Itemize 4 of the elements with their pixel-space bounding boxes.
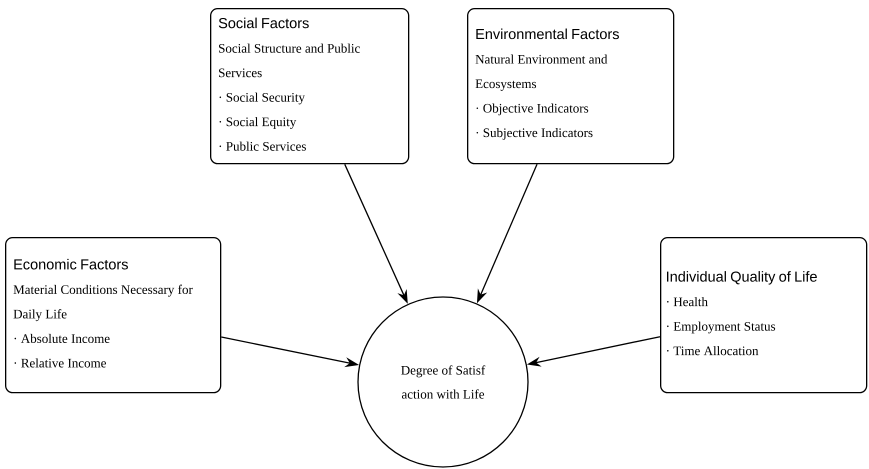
factor-box: Environmental Factors Natural Environment and Ecosystems · Objective Indicators · Subjective Indicators — [467, 8, 674, 164]
factor-box: Economic Factors Material Conditions Necessary for Daily Life · Absolute Income · Relative Income — [5, 237, 222, 394]
factor-box: Social Factors Social Structure and Public Services · Social Security · Social Equity · Public Services — [210, 8, 410, 164]
factor-box: Individual Quality of Life · Health · Employment Status · Time Allocation — [660, 237, 868, 394]
